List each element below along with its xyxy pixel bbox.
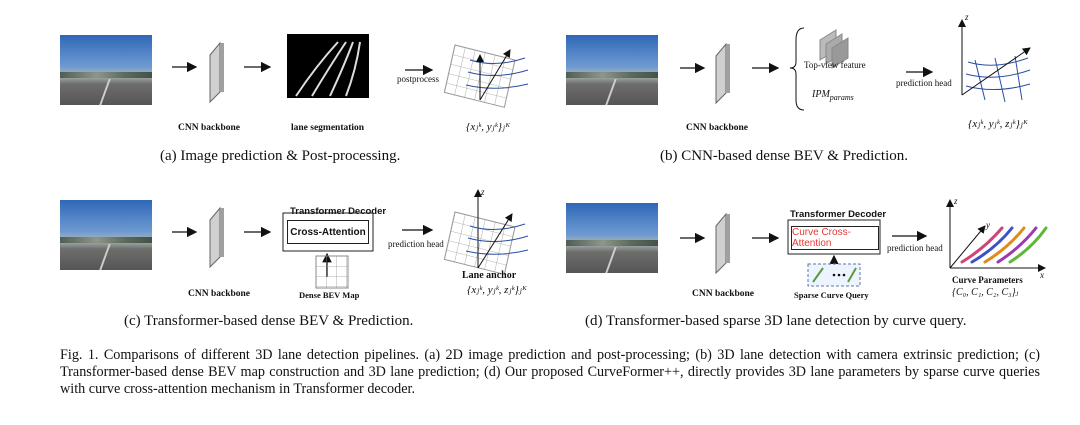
caption-d: (d) Transformer-based sparse 3D lane det…	[585, 313, 967, 329]
axis-label-z-c: z	[481, 187, 485, 197]
caption-c: (c) Transformer-based dense BEV & Predic…	[124, 313, 414, 329]
input-image-b	[566, 35, 658, 105]
label-curve-parameters: Curve Parameters	[952, 275, 1023, 285]
cross-attention-box: Cross-Attention	[287, 220, 369, 244]
cnn-backbone-block-c	[209, 206, 221, 269]
output-c: {xⱼᵏ, yⱼᵏ, zⱼᵏ}ⱼᴷ	[467, 284, 528, 296]
axes-d	[946, 199, 1046, 272]
label-prediction-head-b: prediction head	[896, 78, 952, 88]
figure-caption: Fig. 1. Comparisons of different 3D lane…	[60, 347, 1040, 397]
label-transformer-decoder-c: Transformer Decoder	[290, 206, 387, 217]
label-postprocess: postprocess	[397, 74, 439, 84]
curve-2	[970, 226, 1014, 264]
caption-a: (a) Image prediction & Post-processing.	[160, 148, 401, 164]
label-prediction-head-d: prediction head	[887, 243, 943, 253]
top-view-feature-stack	[819, 29, 849, 69]
curve-1	[960, 226, 1004, 264]
label-lane-anchor: Lane anchor	[462, 270, 517, 281]
label-cnn-backbone-d: CNN backbone	[692, 289, 755, 299]
curve-cross-attention-box: Curve Cross-Attention	[791, 226, 879, 250]
output-a: {xⱼᵏ, yⱼᵏ}ⱼᴷ	[466, 121, 511, 133]
output-d: {C₀, C₁, C₂, C₃}ⱼ	[952, 287, 1019, 298]
label-cnn-backbone-b: CNN backbone	[686, 123, 749, 133]
label-cnn-backbone-a: CNN backbone	[178, 123, 241, 133]
caption-b: (b) CNN-based dense BEV & Prediction.	[660, 148, 909, 164]
label-lane-segmentation: lane segmentation	[291, 123, 365, 133]
label-top-view-feature: Top-view feature	[804, 60, 866, 70]
cnn-backbone-block-d	[715, 212, 727, 275]
dense-bev-grid	[315, 255, 349, 289]
grid-plot-c	[443, 211, 516, 275]
label-dense-bev-map: Dense BEV Map	[299, 290, 360, 300]
input-image-d	[566, 203, 658, 273]
axis-label-x-d: x	[1040, 270, 1044, 280]
label-prediction-head-c: prediction head	[388, 239, 444, 249]
brace-b	[789, 27, 805, 111]
label-sparse-curve-query: Sparse Curve Query	[794, 290, 869, 300]
output-b: {xⱼᵏ, yⱼᵏ, zⱼᵏ}ⱼᴷ	[968, 118, 1029, 130]
label-cnn-backbone-c: CNN backbone	[188, 289, 251, 299]
curve-3	[983, 226, 1026, 264]
curve-4	[996, 226, 1038, 264]
label-ipm-params: IPMparams	[812, 89, 854, 102]
cnn-backbone-block-b	[715, 42, 727, 105]
axis-label-z-b: z	[965, 12, 969, 22]
segmentation-mask	[287, 34, 369, 98]
input-image-c	[60, 200, 152, 270]
curve-5	[1008, 226, 1048, 264]
axis-label-y-d: y	[986, 220, 990, 230]
axis-label-z-d: z	[954, 196, 958, 206]
cnn-backbone-block-a	[209, 41, 221, 104]
input-image-a	[60, 35, 152, 105]
label-transformer-decoder-d: Transformer Decoder	[790, 209, 887, 220]
